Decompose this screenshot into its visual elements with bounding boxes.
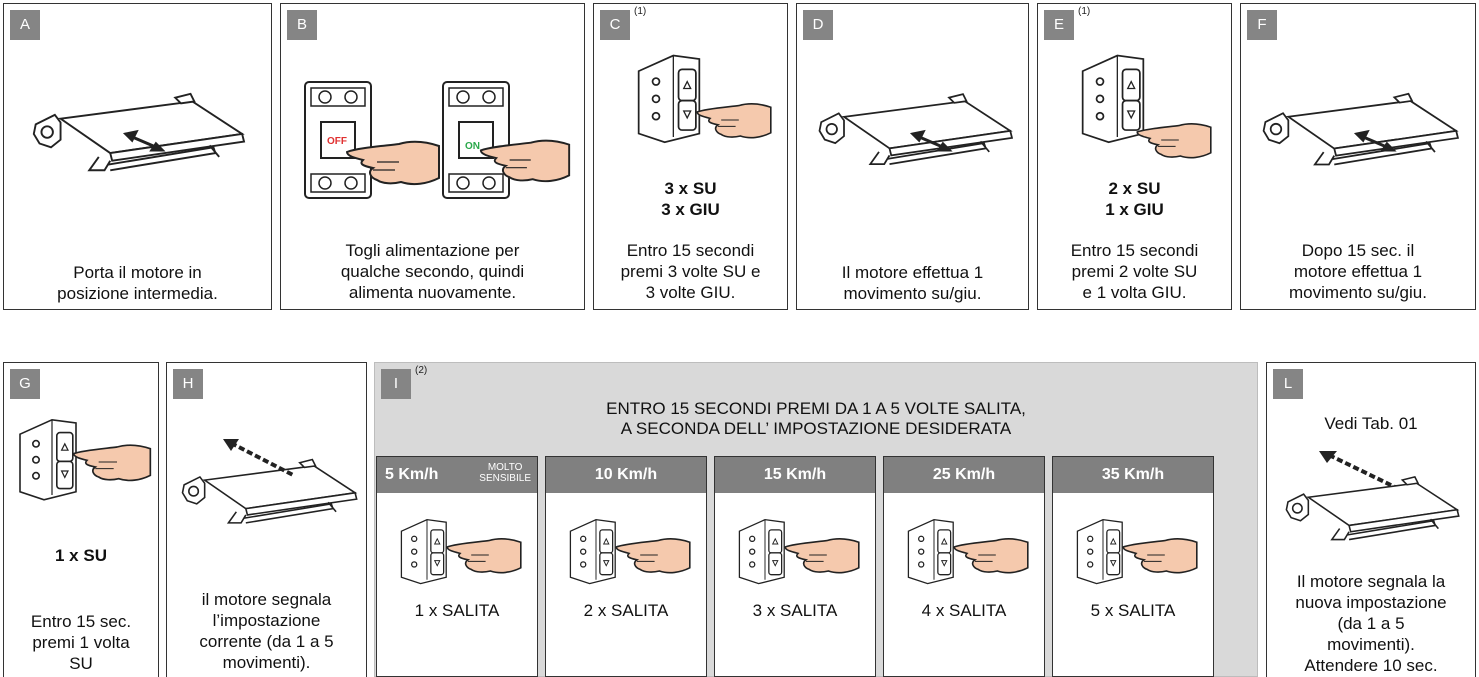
footnote-marker: (1) [634,6,647,17]
step-tag: A [10,10,40,40]
step-tag: C [600,10,630,40]
on-label: ON [465,141,480,152]
hand-press-icon [343,132,443,192]
step-tag: D [803,10,833,40]
awning-icon [22,90,252,176]
step-e-panel: E (1) 2 x SU 1 x GIU Entro 15 secondi pr… [1037,3,1232,310]
footnote-marker: (1) [1078,6,1091,17]
step-h-panel: H il motore segnala l’impostazione corre… [166,362,367,677]
awning-icon [809,90,1019,170]
step-e-command: 2 x SU 1 x GIU [1105,179,1164,219]
speed-action: 5 x SALITA [1090,601,1176,620]
step-c-command: 3 x SU 3 x GIU [661,179,720,219]
hand-press-icon [694,96,774,144]
speed-action: 1 x SALITA [414,601,500,620]
step-g-command: 1 x SU [55,546,107,565]
step-c-caption: Entro 15 secondi premi 3 volte SU e 3 vo… [620,241,761,302]
step-tag: F [1247,10,1277,40]
hand-press-icon [950,531,1032,579]
speed-option-4: 25 Km/h 4 x SALITA [883,456,1045,677]
step-f-panel: F Dopo 15 sec. il motore effettua 1 movi… [1240,3,1476,310]
speed-header: 15 Km/h [715,457,875,493]
step-tag: H [173,369,203,399]
hand-press-icon [612,531,694,579]
step-c-panel: C (1) 3 x SU 3 x GIU Entro 15 secondi pr… [593,3,788,310]
speed-header: 5 Km/h MOLTO SENSIBILE [377,457,537,493]
step-a-panel: A Porta il motore in posizione intermedi… [3,3,272,310]
speed-option-3: 15 Km/h 3 x SALITA [714,456,876,677]
hand-press-icon [477,130,573,190]
arrow-up-down-icon [223,439,294,477]
speed-action: 4 x SALITA [921,601,1007,620]
speed-header: 35 Km/h [1053,457,1213,493]
speed-value: 5 Km/h [385,466,439,483]
off-label: OFF [327,136,347,147]
speed-option-5: 35 Km/h 5 x SALITA [1052,456,1214,677]
awning-icon [1277,473,1465,545]
step-d-panel: D Il motore effettua 1 movimento su/giu. [796,3,1029,310]
speed-header: 10 Km/h [546,457,706,493]
speed-header: 25 Km/h [884,457,1044,493]
step-g-caption: Entro 15 sec. premi 1 volta SU [30,612,132,673]
hand-press-icon [70,437,154,487]
footnote-marker: (2) [415,365,428,376]
speed-option-2: 10 Km/h 2 x SALITA [545,456,707,677]
step-f-caption: Dopo 15 sec. il motore effettua 1 movime… [1289,241,1427,302]
step-b-panel: B OFF ON Togli alimentazione per qualche… [280,3,585,310]
sensitivity-label: MOLTO SENSIBILE [479,462,531,484]
step-d-caption: Il motore effettua 1 movimento su/giu. [841,263,984,303]
step-a-caption: Porta il motore in posizione intermedia. [57,263,218,303]
step-b-caption: Togli alimentazione per qualche secondo,… [340,241,525,302]
speed-option-1: 5 Km/h MOLTO SENSIBILE 1 x SALITA [376,456,538,677]
hand-press-icon [1119,531,1201,579]
speed-action: 3 x SALITA [752,601,838,620]
step-l-caption: Il motore segnala la nuova impostazione … [1295,572,1447,675]
step-tag: B [287,10,317,40]
step-tag: L [1273,369,1303,399]
step-tag: I [381,369,411,399]
step-l-panel: L Vedi Tab. 01 Il motore segnala la nuov… [1266,362,1476,677]
step-g-panel: G 1 x SU Entro 15 sec. premi 1 volta SU [3,362,159,677]
table-reference: Vedi Tab. 01 [1324,414,1418,433]
hand-press-icon [1134,116,1214,164]
step-tag: E [1044,10,1074,40]
step-tag: G [10,369,40,399]
step-e-caption: Entro 15 secondi premi 2 volte SU e 1 vo… [1070,241,1199,302]
hand-press-icon [781,531,863,579]
hand-press-icon [443,531,525,579]
awning-icon [1253,90,1465,170]
step-i-title: ENTRO 15 SECONDI PREMI DA 1 A 5 VOLTE SA… [606,399,1026,438]
speed-action: 2 x SALITA [583,601,669,620]
step-h-caption: il motore segnala l’impostazione corrent… [199,590,334,672]
